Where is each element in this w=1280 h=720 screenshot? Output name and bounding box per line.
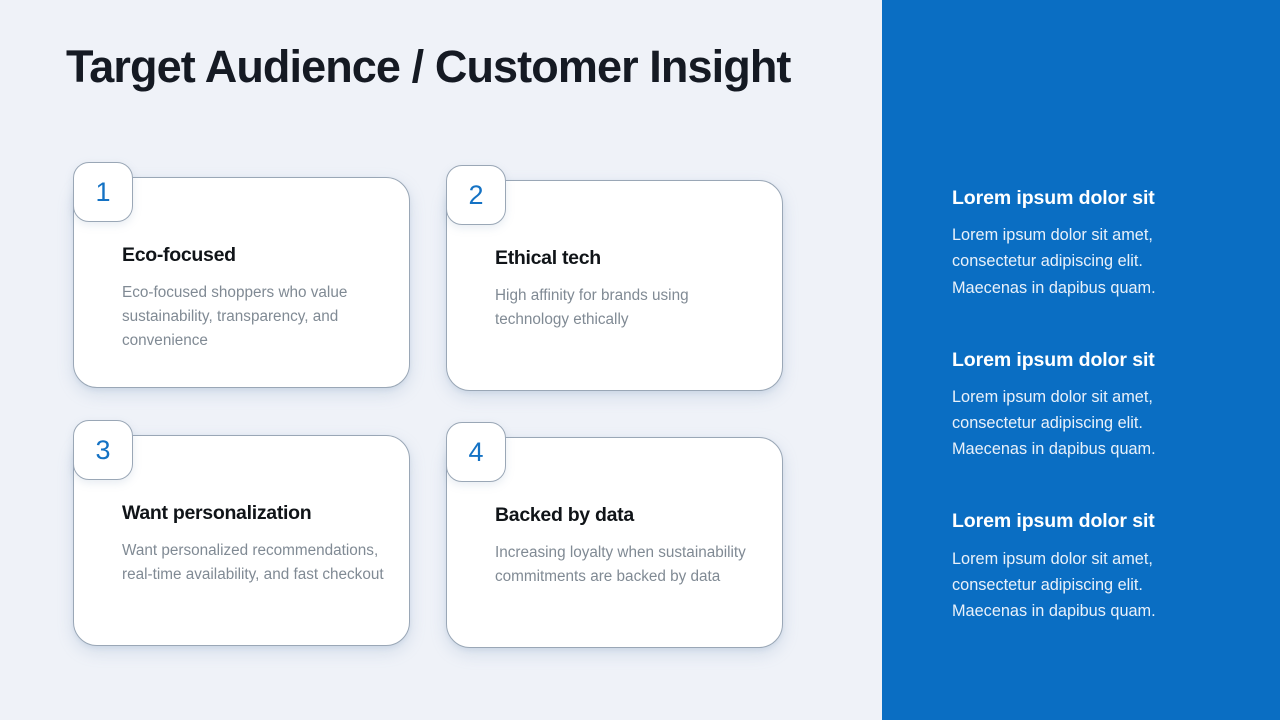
side-panel-block-2: Lorem ipsum dolor sit Lorem ipsum dolor … xyxy=(952,348,1212,463)
side-panel: Lorem ipsum dolor sit Lorem ipsum dolor … xyxy=(882,0,1280,720)
card-text-block: Ethical tech High affinity for brands us… xyxy=(495,247,763,332)
card-text-block: Backed by data Increasing loyalty when s… xyxy=(495,504,763,589)
card-number-badge: 3 xyxy=(73,420,133,480)
side-block-title: Lorem ipsum dolor sit xyxy=(952,187,1155,209)
card-body: Increasing loyalty when sustainability c… xyxy=(495,544,746,586)
card-body: Eco-focused shoppers who value sustainab… xyxy=(122,284,348,350)
side-panel-block-3: Lorem ipsum dolor sit Lorem ipsum dolor … xyxy=(952,509,1212,624)
side-block-body: Lorem ipsum dolor sit amet, consectetur … xyxy=(952,226,1156,297)
page-title: Target Audience / Customer Insight xyxy=(66,41,791,92)
side-block-body: Lorem ipsum dolor sit amet, consectetur … xyxy=(952,549,1156,620)
card-text-block: Want personalization Want personalized r… xyxy=(122,502,390,587)
card-number-label: 4 xyxy=(468,436,484,467)
card-number-badge: 4 xyxy=(446,422,506,482)
card-title: Backed by data xyxy=(495,504,634,526)
card-body: High affinity for brands using technolog… xyxy=(495,287,689,329)
side-panel-block-list: Lorem ipsum dolor sit Lorem ipsum dolor … xyxy=(952,186,1212,624)
card-number-badge: 2 xyxy=(446,165,506,225)
card-number-label: 3 xyxy=(95,434,111,465)
card-number-badge: 1 xyxy=(73,162,133,222)
card-title: Eco-focused xyxy=(122,244,236,266)
card-text-block: Eco-focused Eco-focused shoppers who val… xyxy=(122,244,390,353)
side-block-title: Lorem ipsum dolor sit xyxy=(952,348,1155,371)
side-block-title: Lorem ipsum dolor sit xyxy=(952,510,1155,533)
side-block-body: Lorem ipsum dolor sit amet, consectetur … xyxy=(952,387,1156,459)
card-number-label: 1 xyxy=(95,176,111,207)
card-title: Want personalization xyxy=(122,502,312,524)
card-body: Want personalized recommendations, real-… xyxy=(122,542,384,584)
card-surface: Ethical tech High affinity for brands us… xyxy=(446,180,783,391)
side-panel-block-1: Lorem ipsum dolor sit Lorem ipsum dolor … xyxy=(952,186,1212,301)
card-title: Ethical tech xyxy=(495,247,601,269)
card-number-label: 2 xyxy=(468,179,484,210)
